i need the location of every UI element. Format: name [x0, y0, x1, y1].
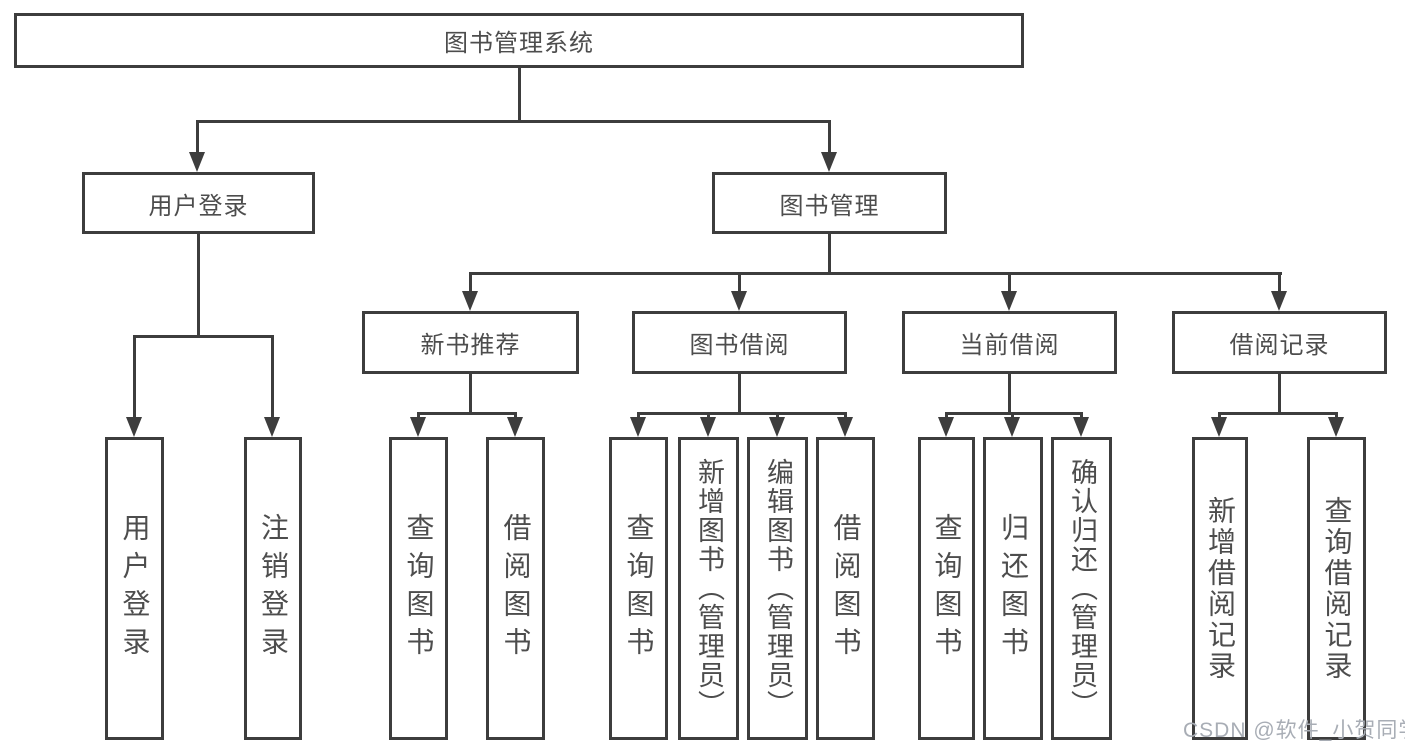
arrow-to-br-add-record: [1211, 412, 1227, 437]
node-book-management: 图书管理: [712, 172, 947, 234]
leaf-cb-query-books: 查询图书: [918, 437, 975, 740]
leaf-bb-edit-books-admin: 编辑图书（管理员）: [747, 437, 808, 740]
csdn-watermark: CSDN @软件_小贺同学: [1183, 719, 1405, 742]
connector-nbr-trunk: [469, 374, 472, 412]
arrow-to-leaf-logout: [264, 335, 280, 437]
node-borrowing-records: 借阅记录: [1172, 311, 1387, 374]
connector-cb-branch: [945, 412, 1083, 415]
connector-bb-branch: [637, 412, 847, 415]
leaf-nbr-query-books: 查询图书: [389, 437, 448, 740]
arrow-to-book-borrowing: [731, 272, 747, 311]
connector-br-trunk: [1278, 374, 1281, 412]
leaf-nbr-borrow-books: 借阅图书: [486, 437, 545, 740]
connector-book-management-trunk: [828, 234, 831, 272]
node-user-login-group: 用户登录: [82, 172, 315, 234]
arrow-to-br-query-record: [1328, 412, 1344, 437]
node-root: 图书管理系统: [14, 13, 1024, 68]
connector-root-trunk: [518, 68, 521, 120]
leaf-cb-confirm-return-admin: 确认归还（管理员）: [1051, 437, 1112, 740]
arrow-to-leaf-user-login: [126, 335, 142, 437]
connector-book-management-branch: [469, 272, 1282, 275]
node-new-book-recommend: 新书推荐: [362, 311, 579, 374]
arrow-to-cb-return-books: [1004, 412, 1020, 437]
connector-root-branch: [196, 120, 831, 123]
arrow-to-user-login-group: [189, 120, 205, 172]
arrow-to-bb-edit-books: [769, 412, 785, 437]
arrow-to-bb-query-books: [630, 412, 646, 437]
connector-bb-trunk: [738, 374, 741, 412]
arrow-to-nbr-query-books: [410, 412, 426, 437]
node-book-borrowing: 图书借阅: [632, 311, 847, 374]
arrow-to-new-book-recommend: [462, 272, 478, 311]
connector-user-login-trunk: [197, 234, 200, 335]
leaf-user-login: 用户登录: [105, 437, 164, 740]
leaf-br-add-record: 新增借阅记录: [1192, 437, 1248, 740]
connector-br-branch: [1218, 412, 1338, 415]
connector-user-login-branch: [133, 335, 274, 338]
leaf-logout: 注销登录: [244, 437, 302, 740]
leaf-bb-query-books: 查询图书: [609, 437, 668, 740]
leaf-br-query-record: 查询借阅记录: [1307, 437, 1366, 740]
arrow-to-borrowing-records: [1271, 272, 1287, 311]
leaf-cb-return-books: 归还图书: [983, 437, 1043, 740]
arrow-to-cb-query-books: [938, 412, 954, 437]
arrow-to-book-management: [821, 120, 837, 172]
connector-cb-trunk: [1008, 374, 1011, 412]
arrow-to-current-borrowing: [1001, 272, 1017, 311]
connector-nbr-branch: [417, 412, 517, 415]
node-current-borrowing: 当前借阅: [902, 311, 1117, 374]
leaf-bb-borrow-books: 借阅图书: [816, 437, 875, 740]
arrow-to-nbr-borrow-books: [507, 412, 523, 437]
arrow-to-bb-borrow-books: [837, 412, 853, 437]
arrow-to-cb-confirm-return: [1073, 412, 1089, 437]
arrow-to-bb-add-books: [700, 412, 716, 437]
leaf-bb-add-books-admin: 新增图书（管理员）: [678, 437, 739, 740]
